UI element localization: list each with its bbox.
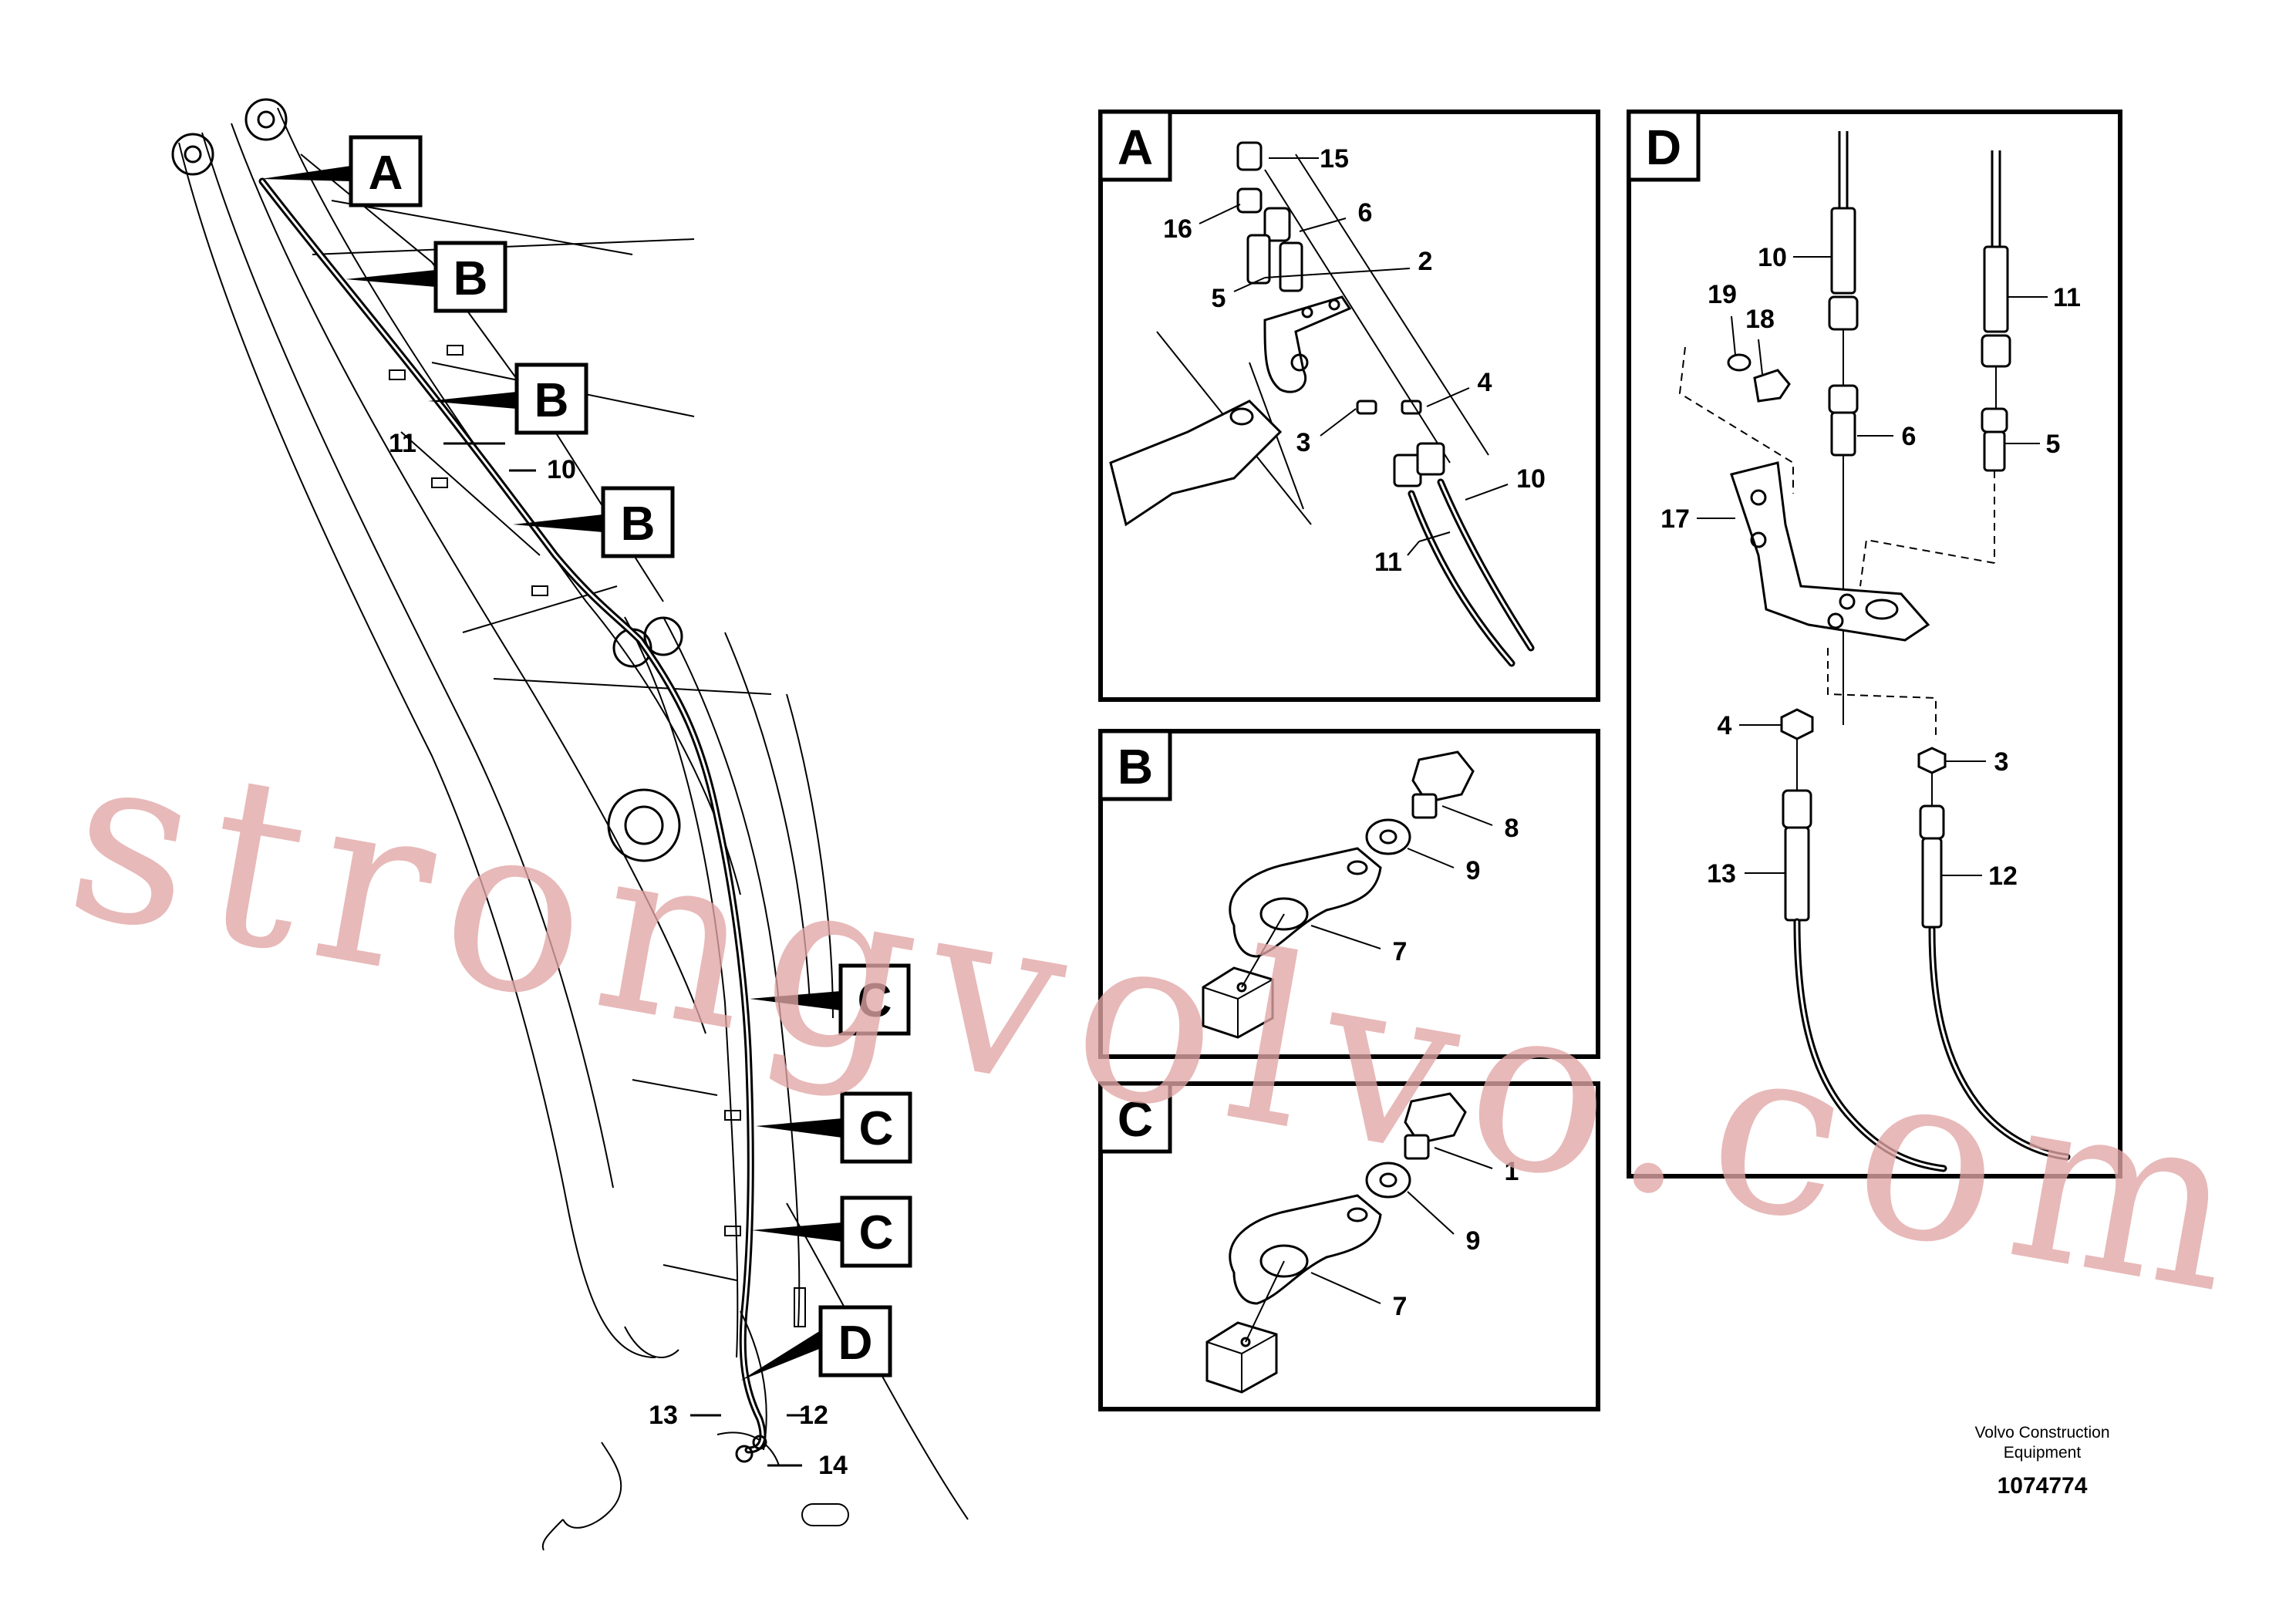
callout-c-1[interactable]: C xyxy=(838,963,911,1036)
panel-d-label-13: 13 xyxy=(1707,859,1736,889)
callout-c-2[interactable]: C xyxy=(840,1091,912,1164)
brand-line-2: Equipment xyxy=(2004,1444,2082,1462)
detail-panel-b: B 8 9 7 xyxy=(1098,729,1600,1059)
panel-a-label-11: 11 xyxy=(1374,548,1402,577)
callout-b-3[interactable]: B xyxy=(601,486,675,558)
label-14-main: 14 xyxy=(818,1451,848,1480)
panel-d-label-17: 17 xyxy=(1660,504,1690,534)
callout-c-3[interactable]: C xyxy=(840,1195,912,1268)
panel-b-letter: B xyxy=(1118,739,1153,794)
panel-b-label-7: 7 xyxy=(1393,937,1408,966)
panel-c-label-9: 9 xyxy=(1466,1226,1481,1256)
svg-text:B: B xyxy=(621,497,656,551)
panel-b-label-9: 9 xyxy=(1466,856,1481,885)
svg-text:C: C xyxy=(859,1206,894,1259)
panel-a-label-5: 5 xyxy=(1212,284,1226,313)
callout-d[interactable]: D xyxy=(818,1305,892,1378)
detail-panel-c: C 1 9 7 xyxy=(1098,1081,1600,1411)
callout-a[interactable]: A xyxy=(349,135,423,207)
label-11-main: 11 xyxy=(389,429,416,458)
svg-text:B: B xyxy=(453,252,488,305)
panel-a-label-3: 3 xyxy=(1296,428,1311,457)
detail-panel-a: A 15 xyxy=(1098,110,1600,702)
panel-d-label-12: 12 xyxy=(1988,862,2018,891)
panel-a-label-15: 15 xyxy=(1320,144,1349,174)
panel-a-label-2: 2 xyxy=(1418,247,1433,276)
panel-a-label-16: 16 xyxy=(1163,214,1192,244)
label-10-main: 10 xyxy=(547,455,576,484)
panel-d-label-4: 4 xyxy=(1718,711,1732,740)
footer-block: Volvo Construction Equipment 1074774 xyxy=(1974,1424,2109,1499)
panel-d-label-19: 19 xyxy=(1708,280,1737,309)
panel-d-label-11: 11 xyxy=(2053,283,2081,312)
document-number: 1074774 xyxy=(1998,1473,2088,1499)
panel-d-label-5: 5 xyxy=(2046,430,2061,459)
panel-d-letter: D xyxy=(1646,120,1681,175)
panel-a-label-10: 10 xyxy=(1516,464,1546,494)
panel-a-letter: A xyxy=(1118,120,1153,175)
panel-a-label-6: 6 xyxy=(1358,198,1373,228)
svg-text:A: A xyxy=(369,147,403,200)
panel-d-label-6: 6 xyxy=(1902,422,1917,451)
panel-d-label-3: 3 xyxy=(1994,747,2009,777)
callout-leaders xyxy=(261,166,842,1467)
detail-panel-d: D xyxy=(1627,110,2122,1179)
svg-text:B: B xyxy=(534,374,569,427)
panel-d-label-18: 18 xyxy=(1745,305,1775,334)
svg-text:C: C xyxy=(859,1102,894,1155)
panel-d-label-10: 10 xyxy=(1758,243,1787,272)
svg-text:D: D xyxy=(838,1317,873,1370)
label-12-main: 12 xyxy=(799,1401,828,1430)
brand-line-1: Volvo Construction xyxy=(1974,1424,2109,1442)
label-13-main: 13 xyxy=(649,1401,678,1430)
panel-c-letter: C xyxy=(1118,1091,1153,1147)
panel-c-label-7: 7 xyxy=(1393,1292,1408,1321)
callout-b-1[interactable]: B xyxy=(433,241,507,313)
callout-b-2[interactable]: B xyxy=(514,363,588,435)
panel-b-label-8: 8 xyxy=(1505,814,1519,843)
svg-text:C: C xyxy=(858,974,892,1027)
panel-c-label-1: 1 xyxy=(1505,1157,1519,1186)
panel-a-label-4: 4 xyxy=(1478,368,1492,397)
